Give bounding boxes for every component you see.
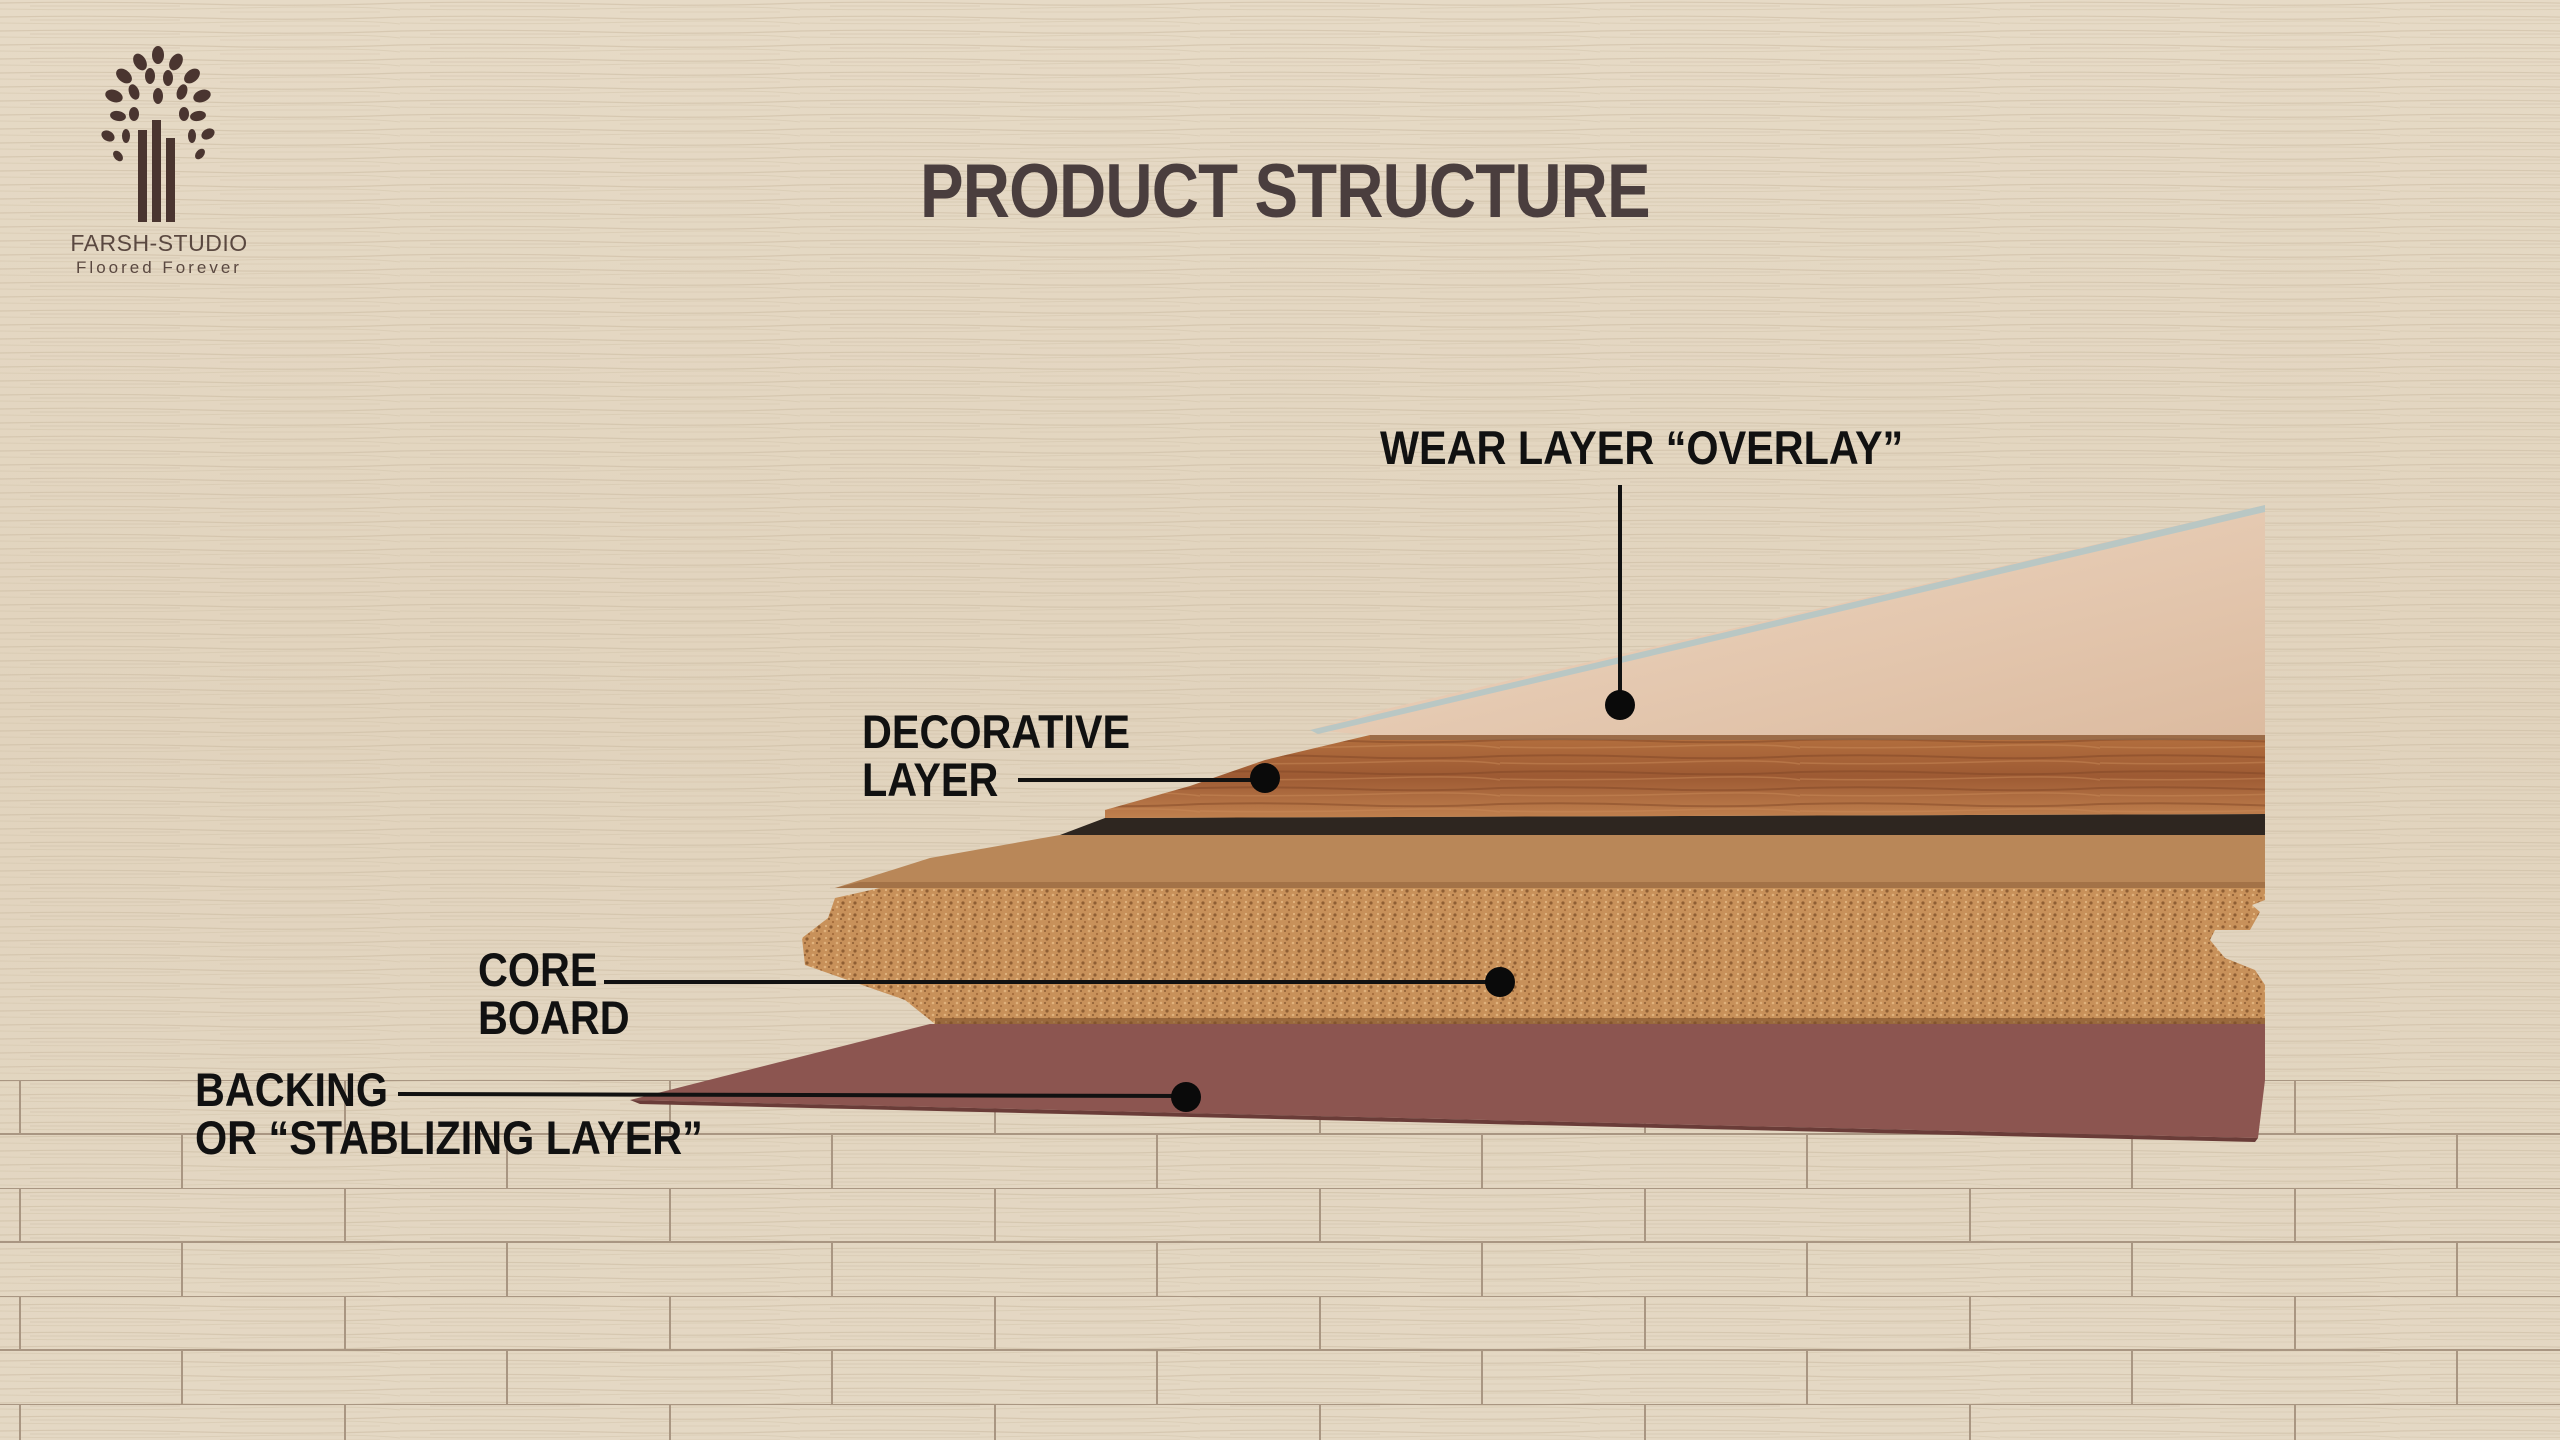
wear-layer-label-text: WEAR LAYER “OVERLAY”	[1380, 421, 1904, 474]
core-board-label: CORE BOARD	[478, 946, 630, 1042]
backing-dot	[1171, 1082, 1201, 1112]
decorative-label-line2: LAYER	[862, 753, 999, 806]
backing-layer	[630, 1024, 2265, 1138]
decorative-grain	[1105, 735, 2265, 818]
core-label-line2: BOARD	[478, 991, 630, 1044]
backing-layer-label: BACKING OR “STABLIZING LAYER”	[195, 1066, 703, 1162]
floor-plank-grid	[0, 1080, 2560, 1440]
core-label-line1: CORE	[478, 943, 598, 996]
page-title: PRODUCT STRUCTURE	[920, 149, 1651, 234]
backing-label-line1: BACKING	[195, 1063, 389, 1116]
under-layer-shade	[835, 882, 2265, 888]
leader-lines	[397, 485, 1622, 1098]
backing-label-line2: OR “STABLIZING LAYER”	[195, 1111, 703, 1164]
wear-layer-bottom-edge	[1370, 735, 2265, 740]
backing-leader	[397, 1092, 1186, 1098]
core-board-shadow	[935, 1018, 2265, 1024]
under-layer	[835, 835, 2265, 888]
core-dot	[1485, 967, 1515, 997]
brand-name: FARSH-STUDIO	[70, 230, 248, 256]
decorative-dot	[1250, 763, 1280, 793]
wear-layer-film	[1310, 505, 2265, 734]
wear-layer-label: WEAR LAYER “OVERLAY”	[1380, 424, 1903, 472]
core-board	[802, 888, 2265, 1024]
decorative-label-line1: DECORATIVE	[862, 705, 1131, 758]
layer-stack	[630, 505, 2265, 1142]
decorative-layer-label: DECORATIVE LAYER	[862, 708, 1130, 804]
brand-logo-icon	[101, 46, 215, 222]
brand-tagline: Floored Forever	[76, 258, 242, 277]
leader-dots	[1171, 690, 1635, 1112]
dark-layer	[1060, 814, 2265, 835]
backing-layer-edge	[630, 1100, 2258, 1142]
wear-layer-dot	[1605, 690, 1635, 720]
